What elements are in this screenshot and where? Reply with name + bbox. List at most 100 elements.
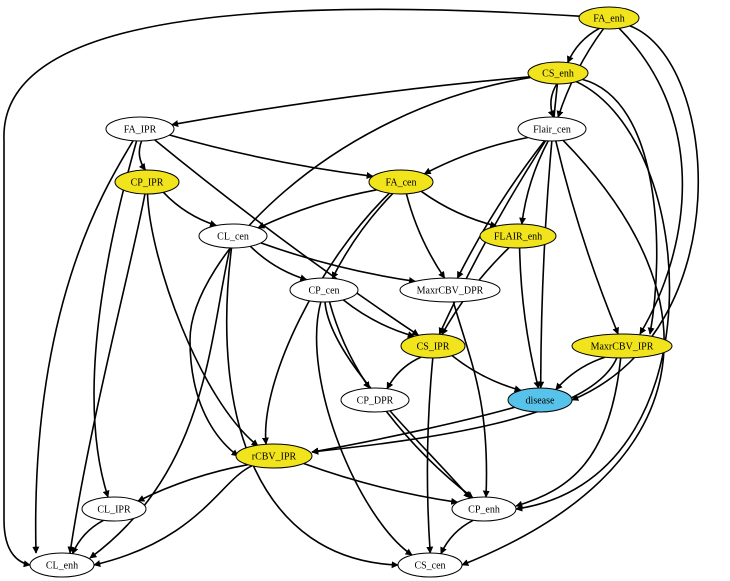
node-rCBV_IPR: rCBV_IPR — [235, 443, 313, 469]
edge-CL_cen-to-MaxrCBV_DPR — [260, 242, 416, 284]
node-shape-CP_cen — [289, 277, 359, 303]
node-shape-CL_cen — [198, 223, 268, 249]
node-CP_cen: CP_cen — [289, 277, 359, 303]
edge-CP_DPR-to-CP_enh — [385, 410, 474, 499]
edge-FA_cen-to-CL_cen — [257, 189, 377, 229]
edge-FA_cen-to-rCBV_IPR — [261, 192, 390, 445]
edge-FA_cen-to-FLAIR_enh — [420, 190, 498, 228]
node-shape-disease — [507, 387, 573, 413]
edge-CS_IPR-to-CP_DPR — [386, 356, 422, 390]
node-CL_IPR: CL_IPR — [81, 496, 147, 522]
edge-CP_cen-to-CS_cen — [315, 301, 413, 556]
edge-CS_enh-to-CP_enh — [515, 80, 671, 512]
node-label-CP_cen: CP_cen — [308, 286, 339, 297]
node-shape-CP_enh — [451, 496, 517, 522]
edge-Flair_cen-to-CS_cen — [461, 139, 665, 566]
edge-FA_enh-to-disease — [571, 25, 700, 401]
edge-FA_enh-to-MaxrCBV_IPR — [618, 27, 684, 335]
node-shape-CP_IPR — [114, 169, 180, 195]
node-FA_enh: FA_enh — [578, 6, 640, 30]
node-label-CS_IPR: CS_IPR — [417, 342, 450, 353]
node-shape-FA_cen — [368, 169, 434, 195]
node-MaxrCBV_IPR: MaxrCBV_IPR — [571, 333, 673, 359]
edge-CS_enh-to-rCBV_IPR — [189, 76, 531, 457]
edge-MaxrCBV_IPR-to-disease — [555, 356, 606, 391]
node-label-CS_cen: CS_cen — [414, 561, 445, 572]
edge-FA_enh-to-CL_enh — [3, 8, 580, 568]
edge-rCBV_IPR-to-CL_enh — [93, 465, 253, 567]
node-label-CS_enh: CS_enh — [542, 69, 574, 80]
node-CL_enh: CL_enh — [29, 552, 95, 578]
node-label-MaxrCBV_DPR: MaxrCBV_DPR — [417, 286, 484, 297]
node-label-Flair_cen: Flair_cen — [533, 125, 571, 136]
node-label-CL_IPR: CL_IPR — [97, 505, 131, 516]
edge-MaxrCBV_IPR-to-CP_enh — [515, 357, 622, 508]
node-shape-CS_IPR — [400, 333, 466, 359]
node-label-MaxrCBV_IPR: MaxrCBV_IPR — [591, 342, 654, 353]
node-label-FLAIR_enh: FLAIR_enh — [494, 232, 542, 243]
node-shape-FA_IPR — [105, 116, 175, 142]
node-label-CP_IPR: CP_IPR — [131, 178, 164, 189]
edge-CP_IPR-to-CL_cen — [162, 191, 217, 227]
node-shape-CL_IPR — [81, 496, 147, 522]
edge-FA_cen-to-MaxrCBV_DPR — [405, 193, 446, 279]
edge-FA_IPR-to-FA_cen — [169, 134, 374, 179]
node-FLAIR_enh: FLAIR_enh — [479, 223, 557, 249]
edge-CL_cen-to-CS_cen — [225, 247, 399, 569]
edge-MaxrCBV_DPR-to-CP_enh — [452, 301, 490, 498]
node-disease: disease — [507, 387, 573, 413]
node-shape-CP_DPR — [340, 387, 410, 413]
edge-rCBV_IPR-to-CL_IPR — [137, 463, 248, 502]
node-FA_cen: FA_cen — [368, 169, 434, 195]
node-CP_DPR: CP_DPR — [340, 387, 410, 413]
node-label-FA_enh: FA_enh — [593, 14, 624, 25]
edges-layer — [3, 8, 700, 569]
node-label-CL_enh: CL_enh — [46, 561, 78, 572]
node-CS_enh: CS_enh — [527, 61, 589, 85]
edge-CP_enh-to-CS_cen — [440, 519, 474, 555]
edge-FA_IPR-to-CL_enh — [32, 140, 134, 554]
edge-FA_IPR-to-CS_IPR — [154, 139, 420, 336]
edge-CS_IPR-to-disease — [451, 354, 522, 393]
node-shape-CL_enh — [29, 552, 95, 578]
edge-MaxrCBV_IPR-to-rCBV_IPR — [311, 357, 618, 455]
node-CS_IPR: CS_IPR — [400, 333, 466, 359]
node-label-CL_cen: CL_cen — [217, 232, 249, 243]
edge-Flair_cen-to-MaxrCBV_IPR — [555, 140, 619, 335]
edge-CS_enh-to-MaxrCBV_IPR — [582, 78, 658, 335]
node-shape-FLAIR_enh — [479, 223, 557, 249]
node-shape-CS_enh — [527, 61, 589, 85]
node-MaxrCBV_DPR: MaxrCBV_DPR — [399, 277, 501, 303]
node-CP_enh: CP_enh — [451, 496, 517, 522]
node-label-disease: disease — [526, 396, 555, 407]
edge-Flair_cen-to-MaxrCBV_DPR — [456, 140, 546, 279]
node-label-FA_cen: FA_cen — [386, 178, 417, 189]
node-CP_IPR: CP_IPR — [114, 169, 180, 195]
node-shape-MaxrCBV_IPR — [571, 333, 673, 359]
edge-rCBV_IPR-to-CP_enh — [303, 462, 459, 505]
edge-CP_cen-to-CS_IPR — [342, 299, 415, 338]
node-label-CP_DPR: CP_DPR — [357, 396, 394, 407]
node-shape-Flair_cen — [517, 116, 587, 142]
edge-CL_cen-to-CP_cen — [249, 245, 308, 282]
node-shape-rCBV_IPR — [235, 443, 313, 469]
edge-FA_cen-to-CP_cen — [331, 193, 394, 280]
node-FA_IPR: FA_IPR — [105, 116, 175, 142]
edge-Flair_cen-to-FLAIR_enh — [519, 140, 549, 225]
edge-CL_cen-to-CL_enh — [89, 247, 231, 559]
edge-FLAIR_enh-to-disease — [518, 247, 541, 389]
node-label-FA_IPR: FA_IPR — [124, 125, 157, 136]
edge-Flair_cen-to-FA_cen — [423, 136, 529, 175]
edge-CP_IPR-to-CL_enh — [67, 193, 146, 554]
node-label-CP_enh: CP_enh — [468, 505, 500, 516]
edge-CS_enh-to-Flair_cen — [547, 83, 558, 118]
node-shape-FA_enh — [578, 6, 640, 30]
node-CL_cen: CL_cen — [198, 223, 268, 249]
edge-CS_enh-to-FA_IPR — [171, 76, 530, 128]
edge-FA_IPR-to-CL_IPR — [93, 140, 138, 498]
edge-disease-to-rCBV_IPR — [311, 406, 515, 455]
node-CS_cen: CS_cen — [397, 552, 463, 578]
edge-CL_IPR-to-CL_enh — [71, 519, 104, 555]
